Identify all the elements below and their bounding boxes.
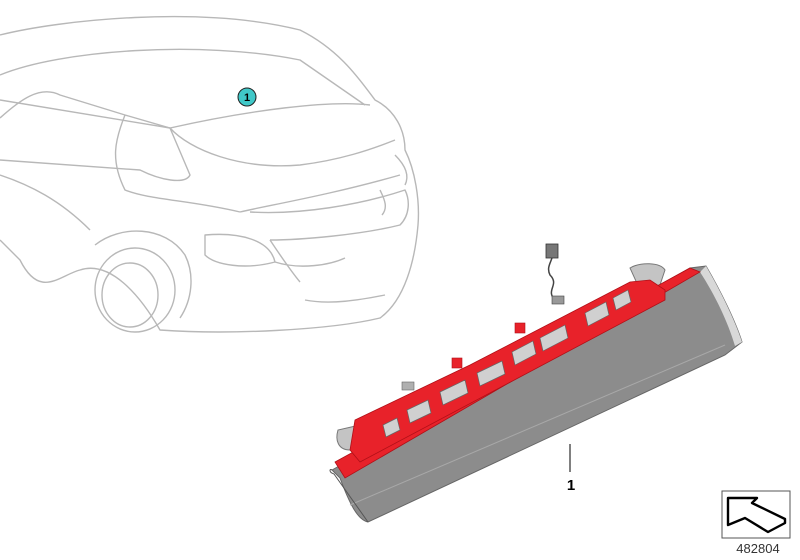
car-outline xyxy=(0,15,420,333)
third-brake-light[interactable] xyxy=(329,243,743,523)
orientation-arrow-icon xyxy=(721,490,791,539)
connector xyxy=(545,243,559,259)
callout-1[interactable]: 1 xyxy=(237,87,257,107)
led-blocks xyxy=(382,289,632,438)
part-label-1[interactable]: 1 xyxy=(567,477,575,494)
callout-circle xyxy=(237,87,257,107)
callout-number: 1 xyxy=(244,92,250,104)
diagram-number: 482804 xyxy=(736,541,779,556)
